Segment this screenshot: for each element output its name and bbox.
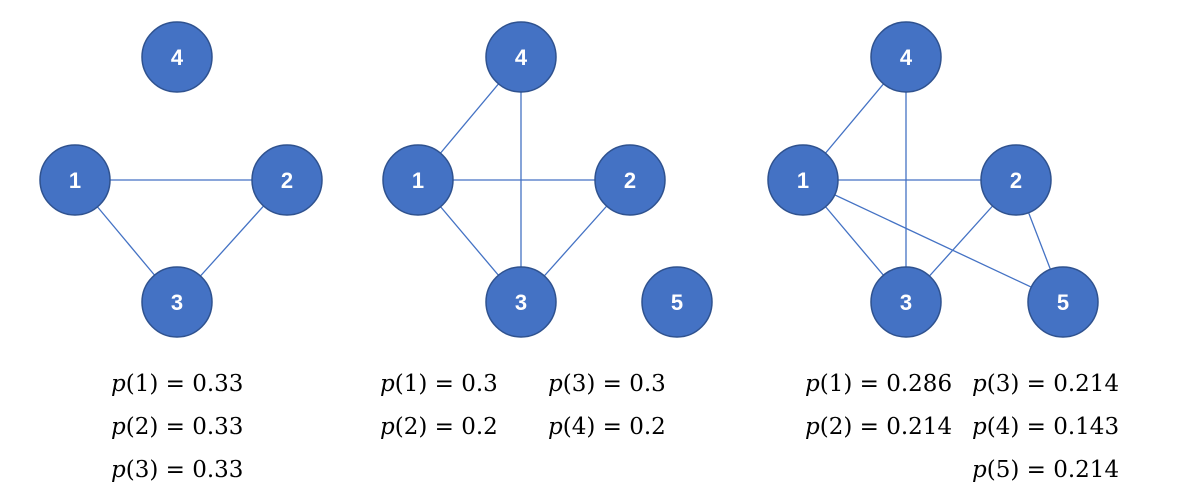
node-2: 2 bbox=[251, 144, 323, 216]
node-4: 4 bbox=[141, 21, 213, 93]
node-5: 5 bbox=[641, 266, 713, 338]
graph-3: 4 1 2 3 5 bbox=[767, 21, 1099, 338]
node-3: 3 bbox=[870, 266, 942, 338]
node-label: 5 bbox=[671, 290, 683, 315]
probability-g1-node-1: p(1) = 0.33 bbox=[111, 371, 244, 397]
node-circle bbox=[485, 21, 557, 93]
node-3: 3 bbox=[141, 266, 213, 338]
node-1: 1 bbox=[767, 144, 839, 216]
probability-node: 3 bbox=[571, 371, 587, 397]
node-4: 4 bbox=[870, 21, 942, 93]
node-circle bbox=[251, 144, 323, 216]
node-label: 3 bbox=[900, 290, 912, 315]
probability-node: 1 bbox=[134, 371, 150, 397]
probability-node: 4 bbox=[571, 414, 587, 440]
node-label: 4 bbox=[515, 45, 528, 70]
node-label: 1 bbox=[69, 168, 81, 193]
probability-g3-node-1: p(1) = 0.286 bbox=[805, 371, 953, 397]
probability-value: 0.214 bbox=[1053, 457, 1120, 483]
probability-g2-node-1: p(1) = 0.3 bbox=[380, 371, 498, 397]
probability-node: 2 bbox=[134, 414, 150, 440]
probability-value: 0.214 bbox=[1053, 371, 1120, 397]
node-circle bbox=[485, 266, 557, 338]
node-circle bbox=[980, 144, 1052, 216]
probability-node: 1 bbox=[828, 371, 844, 397]
node-circle bbox=[141, 21, 213, 93]
edge-1-5 bbox=[802, 179, 1064, 303]
probability-value: 0.33 bbox=[192, 414, 244, 440]
node-label: 2 bbox=[1010, 168, 1022, 193]
node-label: 1 bbox=[797, 168, 809, 193]
probability-node: 1 bbox=[403, 371, 419, 397]
probability-g2-node-3: p(3) = 0.3 bbox=[548, 371, 666, 397]
node-circle bbox=[594, 144, 666, 216]
node-circle bbox=[1027, 266, 1099, 338]
node-2: 2 bbox=[980, 144, 1052, 216]
node-circle bbox=[382, 144, 454, 216]
probability-value: 0.33 bbox=[192, 457, 244, 483]
node-circle bbox=[39, 144, 111, 216]
node-label: 4 bbox=[171, 45, 184, 70]
probability-g2-node-4: p(4) = 0.2 bbox=[548, 414, 666, 440]
graph-1: 4 1 2 3 bbox=[39, 21, 323, 338]
probability-g1-node-3: p(3) = 0.33 bbox=[111, 457, 244, 483]
node-3: 3 bbox=[485, 266, 557, 338]
probability-g3-node-4: p(4) = 0.143 bbox=[972, 414, 1120, 440]
node-label: 3 bbox=[171, 290, 183, 315]
node-5: 5 bbox=[1027, 266, 1099, 338]
node-circle bbox=[870, 266, 942, 338]
probability-g3-node-5: p(5) = 0.214 bbox=[972, 457, 1120, 483]
probability-node: 5 bbox=[995, 457, 1011, 483]
probability-value: 0.33 bbox=[192, 371, 244, 397]
probability-node: 2 bbox=[828, 414, 844, 440]
probability-node: 3 bbox=[134, 457, 150, 483]
node-2: 2 bbox=[594, 144, 666, 216]
probability-value: 0.3 bbox=[461, 371, 498, 397]
node-circle bbox=[641, 266, 713, 338]
probability-g3-node-3: p(3) = 0.214 bbox=[972, 371, 1120, 397]
probability-value: 0.143 bbox=[1053, 414, 1120, 440]
node-1: 1 bbox=[39, 144, 111, 216]
node-label: 2 bbox=[281, 168, 293, 193]
node-label: 2 bbox=[624, 168, 636, 193]
probability-node: 2 bbox=[403, 414, 419, 440]
probability-value: 0.214 bbox=[886, 414, 953, 440]
node-label: 5 bbox=[1057, 290, 1069, 315]
node-label: 4 bbox=[900, 45, 913, 70]
probability-value: 0.2 bbox=[629, 414, 666, 440]
probability-g3-node-2: p(2) = 0.214 bbox=[805, 414, 953, 440]
node-1: 1 bbox=[382, 144, 454, 216]
probability-value: 0.2 bbox=[461, 414, 498, 440]
probability-g1-node-2: p(2) = 0.33 bbox=[111, 414, 244, 440]
node-label: 3 bbox=[515, 290, 527, 315]
graph-2: 4 1 2 3 5 bbox=[382, 21, 713, 338]
node-circle bbox=[141, 266, 213, 338]
probability-value: 0.3 bbox=[629, 371, 666, 397]
node-4: 4 bbox=[485, 21, 557, 93]
node-label: 1 bbox=[412, 168, 424, 193]
probability-g2-node-2: p(2) = 0.2 bbox=[380, 414, 498, 440]
probability-node: 4 bbox=[995, 414, 1011, 440]
probability-node: 3 bbox=[995, 371, 1011, 397]
probability-value: 0.286 bbox=[886, 371, 953, 397]
node-circle bbox=[870, 21, 942, 93]
node-circle bbox=[767, 144, 839, 216]
